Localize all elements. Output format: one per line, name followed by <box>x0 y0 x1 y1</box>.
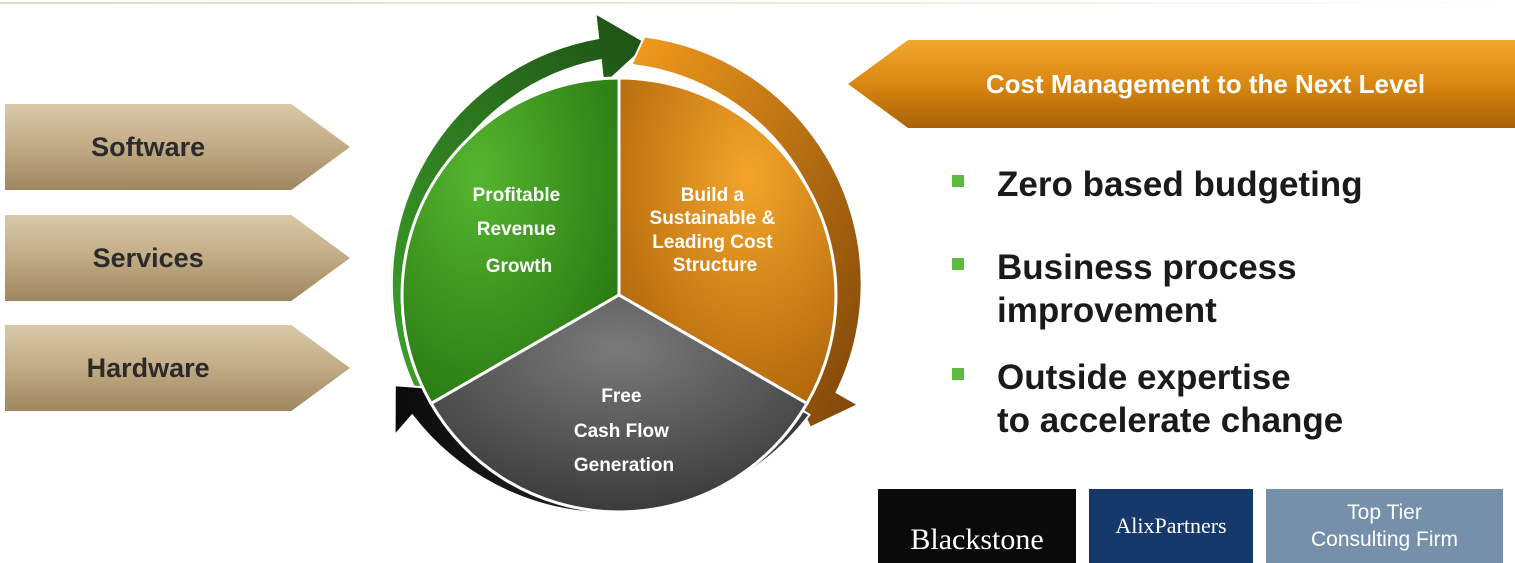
revenue-growth-line-3: Growth <box>486 256 553 277</box>
top-tier-consulting-box: Top Tier Consulting Firm <box>1266 489 1503 563</box>
services-chevron: Services <box>5 215 350 301</box>
cost-structure-line-4: Structure <box>673 255 757 276</box>
free-cash-flow-segment <box>429 293 809 514</box>
hardware-label: Hardware <box>86 352 210 383</box>
bullet-item: Outside expertise to accelerate change <box>952 356 1343 442</box>
alixpartners-logo: AlixPartners <box>1089 489 1253 563</box>
revenue-growth-line-1: Profitable <box>473 185 561 206</box>
services-label: Services <box>92 242 204 273</box>
top-rule <box>0 2 1515 4</box>
bullet-text: Outside expertise to accelerate change <box>997 358 1344 440</box>
orange-cycle-arrow <box>629 35 863 429</box>
revenue-growth-segment <box>400 76 621 406</box>
free-cash-flow-line-1: Free <box>601 386 641 407</box>
cost-structure-line-3: Leading Cost <box>652 232 773 253</box>
revenue-growth-label: Profitable Revenue Growth <box>473 185 566 277</box>
cost-structure-line-2: Sustainable & <box>650 208 776 229</box>
bullet-text: Zero based budgeting <box>997 165 1363 204</box>
alixpartners-logo-text: AlixPartners <box>1115 513 1227 538</box>
cost-structure-line-1: Build a <box>681 185 745 206</box>
bullet-square-icon <box>952 258 964 270</box>
bullet-item: Zero based budgeting <box>952 163 1363 206</box>
free-cash-flow-line-2: Cash Flow <box>574 421 669 442</box>
bullet-text: Business process improvement <box>997 248 1297 330</box>
bullet-square-icon <box>952 368 964 380</box>
bullet-item: Business process improvement <box>952 246 1297 332</box>
cost-structure-label: Build a Sustainable & Leading Cost Struc… <box>650 185 781 276</box>
cycle-diagram: Profitable Revenue Growth Build a Sustai… <box>390 11 863 515</box>
software-chevron: Software <box>5 104 350 190</box>
banner-label: Cost Management to the Next Level <box>985 68 1426 99</box>
free-cash-flow-label: Free Cash Flow Generation <box>574 386 674 476</box>
hardware-chevron: Hardware <box>5 325 350 411</box>
software-label: Software <box>91 131 206 162</box>
blackstone-logo: Blackstone <box>878 489 1076 563</box>
cost-management-banner: Cost Management to the Next Level <box>848 40 1515 128</box>
revenue-growth-line-2: Revenue <box>477 219 556 240</box>
free-cash-flow-line-3: Generation <box>574 455 674 476</box>
bullet-square-icon <box>952 175 964 187</box>
cost-structure-segment <box>617 76 838 406</box>
blackstone-logo-text: Blackstone <box>910 523 1044 556</box>
top-tier-consulting-text: Top Tier Consulting Firm <box>1310 501 1459 551</box>
